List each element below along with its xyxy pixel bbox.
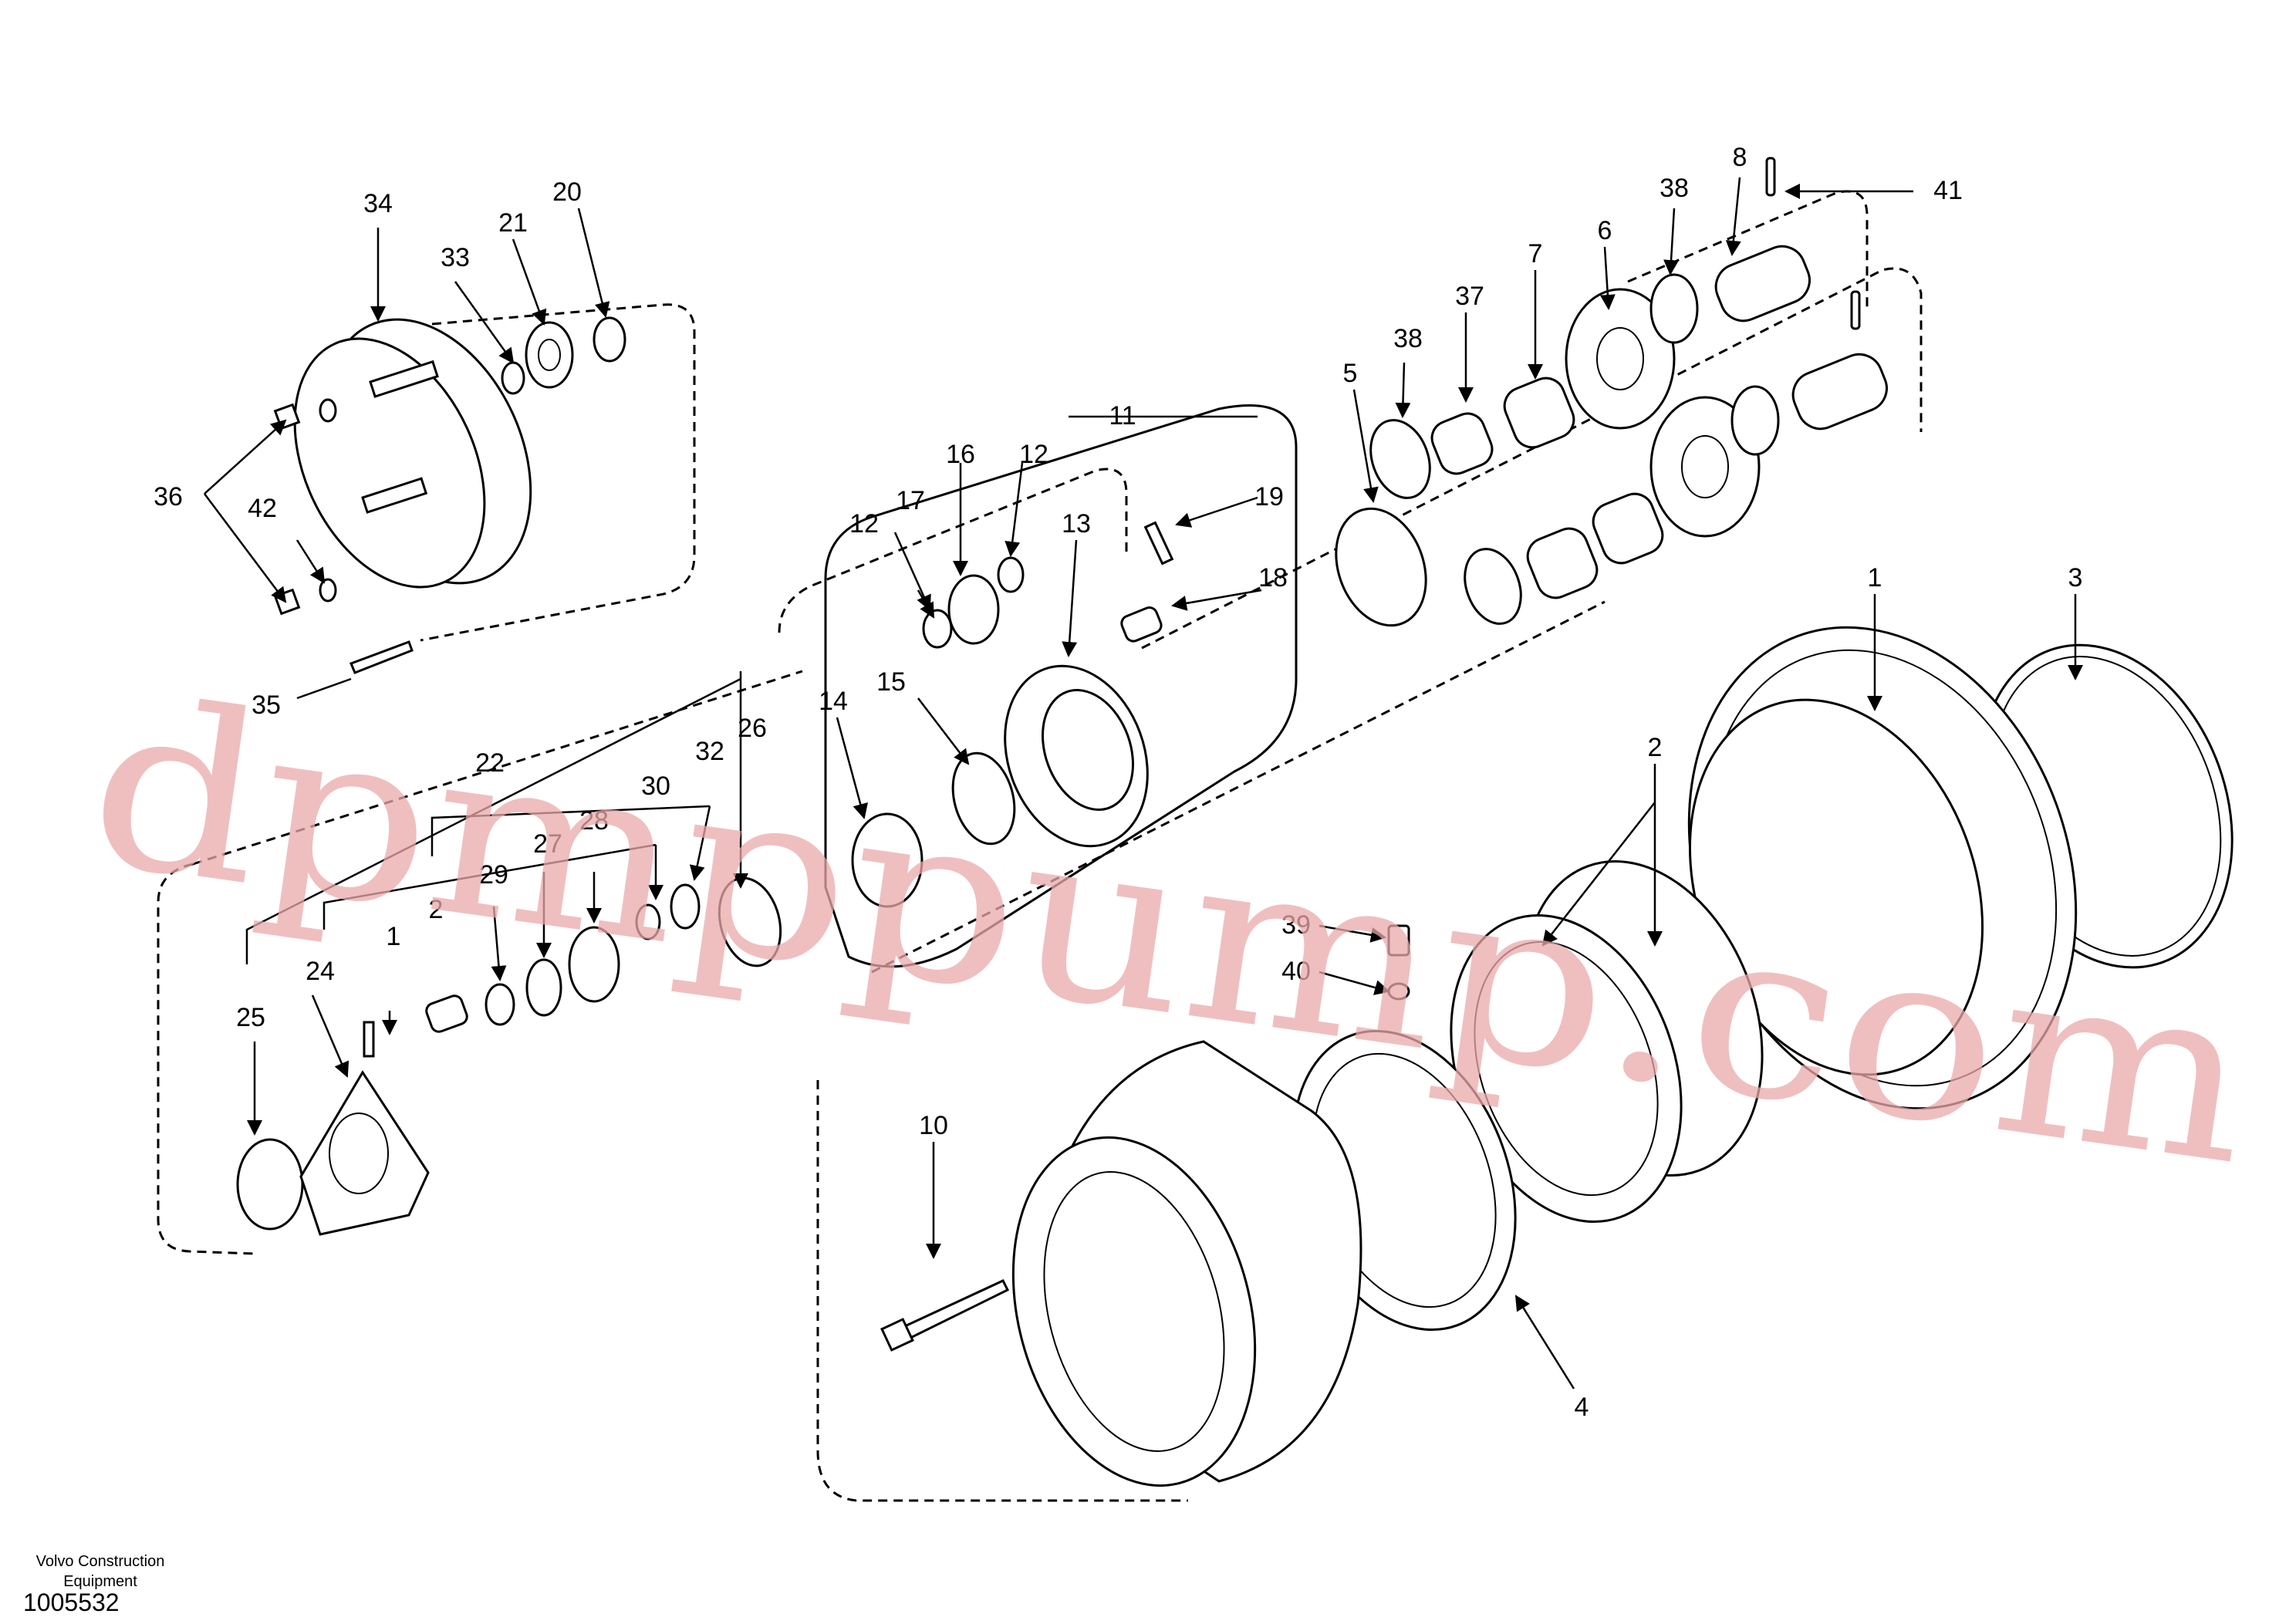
callout-15: 15 [876,667,906,697]
group-11-carrier-parts [851,521,1174,908]
callout-20: 20 [552,177,582,207]
callout-40: 40 [1281,957,1311,986]
callout-38b: 38 [1660,174,1689,203]
callout-8: 8 [1733,143,1747,172]
footer: Volvo Construction Equipment 1005532 [23,1553,164,1616]
callout-30: 30 [641,771,670,801]
part-34-end-cover [293,318,532,589]
callout-19: 19 [1254,482,1284,512]
carrier-link-upper [1141,267,1923,650]
callout-29: 29 [479,860,508,890]
callout-36: 36 [154,482,183,512]
carrier-link-lower [871,600,1606,974]
callout-13: 13 [1062,509,1091,539]
callout-24: 24 [306,957,335,986]
callout-42: 42 [248,494,277,523]
company-name-line2: Equipment [63,1573,137,1590]
group-11-frame [824,404,1298,968]
callout-32: 32 [695,737,724,766]
callout-37: 37 [1455,282,1484,311]
callout-1-left: 1 [387,922,401,951]
callout-41: 41 [1933,176,1963,205]
callout-labels: 1 2 3 4 5 6 7 8 10 11 12 12 13 14 15 16 … [154,143,2082,1422]
carrier-group-outline [778,468,1128,633]
assembly-outlines [157,190,1923,1502]
callout-34: 34 [363,189,393,218]
main-housing-parts [880,626,2234,1487]
leader-lines [204,177,2083,1389]
part-20-21-33 [501,316,626,395]
callout-22: 22 [475,748,505,778]
callout-21: 21 [498,208,528,238]
callout-4: 4 [1575,1393,1589,1422]
callout-26: 26 [738,714,767,743]
upper-right-shaft-parts [1335,157,1888,627]
callout-2-left: 2 [429,895,444,924]
callout-17: 17 [896,486,925,515]
callout-7: 7 [1528,239,1543,268]
housing-outline [816,1080,1188,1502]
left-stage-parts [236,876,782,1236]
callout-5: 5 [1343,359,1358,388]
callout-38a: 38 [1393,324,1423,353]
stage-left-outline [157,670,803,1255]
callout-12b: 12 [849,509,879,539]
company-name-line1: Volvo Construction [36,1553,165,1570]
callout-6: 6 [1598,216,1612,245]
callout-27: 27 [533,829,562,859]
callout-25: 25 [236,1003,265,1032]
callout-28: 28 [579,806,609,836]
callout-33: 33 [441,243,470,272]
callout-10: 10 [919,1111,948,1140]
callout-12a: 12 [1019,440,1048,469]
upper-shaft-outline [1627,190,1869,309]
drawing-number: 1005532 [23,1589,120,1616]
callout-11: 11 [1109,401,1136,430]
callout-16: 16 [946,440,975,469]
callout-3: 3 [2068,563,2083,593]
callout-39: 39 [1281,910,1311,940]
part-35-bolt [349,640,414,674]
callout-1: 1 [1868,563,1882,593]
callout-35: 35 [252,690,281,720]
callout-2: 2 [1648,733,1663,762]
motor-cover-outline [420,303,696,642]
callout-18: 18 [1258,563,1288,593]
callout-14: 14 [819,687,848,716]
